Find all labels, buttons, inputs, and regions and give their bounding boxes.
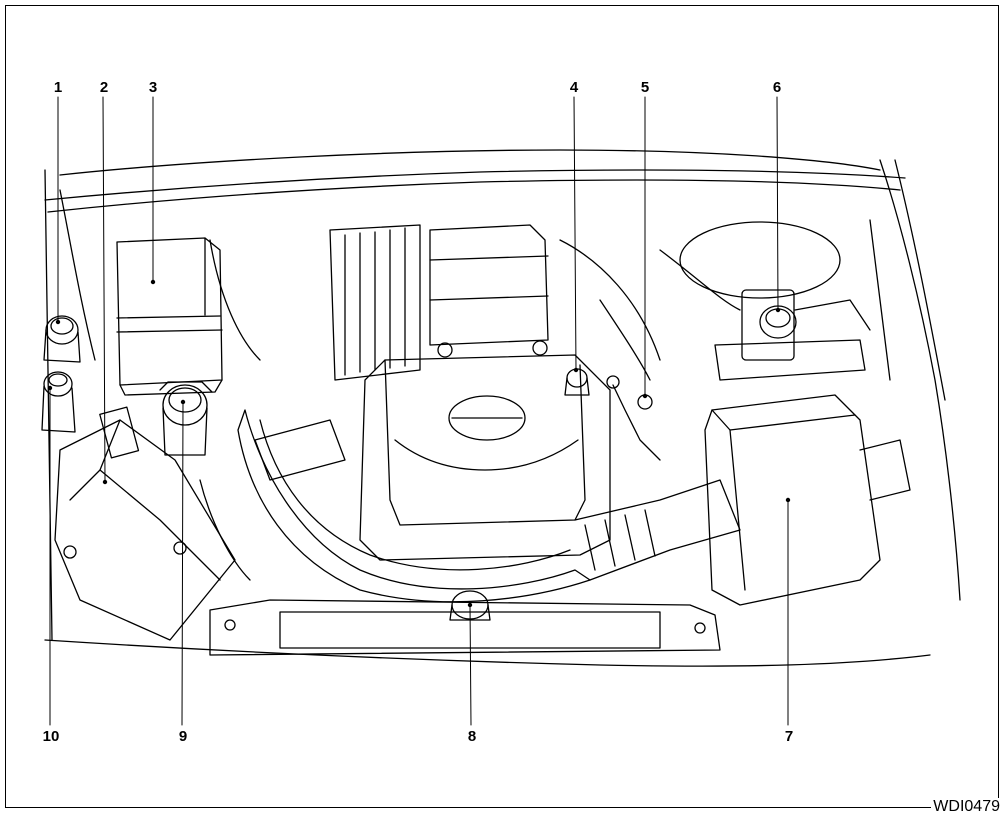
battery (55, 407, 235, 640)
oil-filler-cap (565, 369, 589, 395)
callout-2: 2 (99, 79, 109, 96)
leader-dots (47, 279, 791, 608)
reservoir-cap-1 (44, 316, 80, 362)
callout-3: 3 (148, 79, 158, 96)
leader-2 (103, 97, 105, 482)
reservoir-cap-10 (42, 372, 75, 432)
leader-9 (182, 402, 183, 725)
air-cleaner (705, 395, 910, 605)
leader-6 (777, 97, 778, 310)
callout-4: 4 (569, 79, 579, 96)
leader-8 (470, 605, 471, 725)
callout-1: 1 (53, 79, 63, 96)
reservoir-cap-9 (160, 382, 212, 455)
fuse-relay-box (117, 238, 222, 395)
radiator-support (210, 600, 720, 655)
brake-master-cylinder (680, 222, 870, 380)
callout-8: 8 (467, 728, 477, 745)
intake-manifold (330, 225, 548, 380)
callout-6: 6 (772, 79, 782, 96)
callout-9: 9 (178, 728, 188, 745)
hoses (200, 220, 890, 580)
figure-code: WDI0479 (931, 798, 1002, 816)
callout-10: 10 (42, 728, 60, 745)
callout-7: 7 (784, 728, 794, 745)
hood-outline (45, 150, 960, 666)
leader-lines (50, 97, 788, 725)
dipstick (607, 376, 660, 460)
air-intake-duct (238, 410, 740, 602)
callout-5: 5 (640, 79, 650, 96)
diagram-frame (5, 5, 999, 808)
leader-4 (574, 97, 576, 370)
engine-cover (360, 355, 610, 560)
